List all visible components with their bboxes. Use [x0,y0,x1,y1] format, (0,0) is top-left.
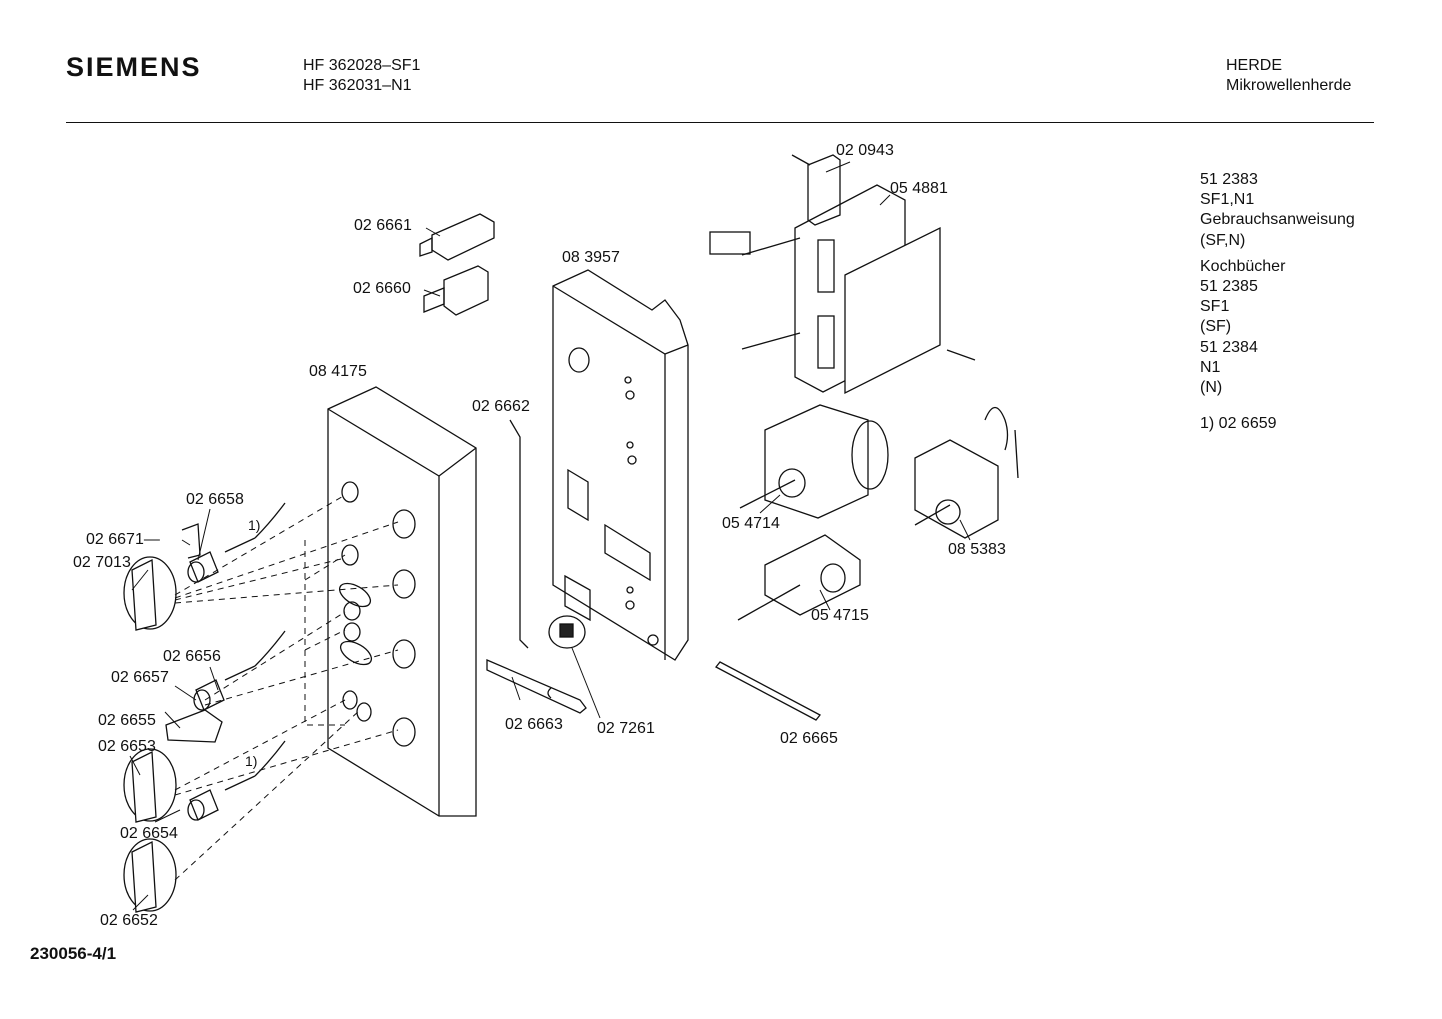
note-line: (SF,N) [1200,231,1246,249]
spring-clip [547,687,552,699]
part-label-026671: 02 6671— [86,531,160,548]
part-label-026652: 02 6652 [100,912,158,929]
part-label-027261: 02 7261 [597,720,655,737]
note-line: Kochbücher [1200,257,1286,275]
part-label-026653: 02 6653 [98,738,156,755]
mounting-frame [552,269,689,661]
lever-part [486,659,587,714]
model-number-1: HF 362028–SF1 [303,57,421,74]
switch-020943 [791,154,841,226]
timer-motor [739,404,889,519]
knob-027013 [123,556,177,631]
lamp-holder-middle [193,630,286,711]
part-label-026655: 02 6655 [98,712,156,729]
part-label-026660: 02 6660 [353,280,411,297]
note-line: N1 [1200,358,1221,376]
clip-026671 [181,523,201,559]
knob-026653 [123,748,177,823]
knob-cap-026655 [165,709,223,743]
part-label-026665: 02 6665 [780,730,838,747]
brand-logo: SIEMENS [66,52,202,82]
strip-part [509,419,529,649]
part-label-085383: 08 5383 [948,541,1006,558]
note-line: Gebrauchsanweisung [1200,211,1355,229]
part-label-026657: 02 6657 [111,669,169,686]
category-subtitle: Mikrowellenherde [1226,77,1352,94]
note-line: (SF) [1200,318,1232,336]
category-title: HERDE [1226,57,1283,74]
note-line: (N) [1200,379,1223,397]
part-label-084175: 08 4175 [309,363,367,380]
part-label-026661: 02 6661 [354,217,412,234]
document-number: 230056-4/1 [30,944,117,963]
part-label-026662: 02 6662 [472,398,530,415]
part-label-026654: 02 6654 [120,825,178,842]
thermostat [914,406,1019,539]
switch-026661 [419,213,495,261]
model-number-2: HF 362031–N1 [303,77,412,94]
part-label-026663: 02 6663 [505,716,563,733]
part-label-054715: 05 4715 [811,607,869,624]
leader-lines [129,161,971,911]
control-panel-housing [327,386,477,817]
shaft-rod [715,661,821,721]
part-label-026656: 02 6656 [163,648,221,665]
note-line: 51 2385 [1200,278,1258,296]
switch-026660 [423,265,489,316]
note-line: 1) 02 6659 [1200,415,1277,433]
part-label-026658: 02 6658 [186,491,244,508]
note-line: 51 2384 [1200,338,1258,356]
part-label-020943: 02 0943 [836,142,894,159]
footnote-mark-lower: 1) [245,753,258,769]
knob-026652 [123,838,177,913]
note-line: SF1,N1 [1200,191,1255,209]
part-label-054714: 05 4714 [722,515,780,532]
lamp-holder-upper [187,502,286,583]
notes-column: 51 2383 SF1,N1 Gebrauchsanweisung (SF,N)… [1200,170,1355,434]
part-label-027013: 02 7013 [73,554,131,571]
assembly-guide-lines [174,494,399,881]
note-line: 51 2383 [1200,171,1258,188]
note-line: SF1 [1200,298,1230,316]
part-label-054881: 05 4881 [890,180,948,197]
header-divider [66,122,1374,123]
relay-board-assembly [709,184,976,395]
selector-switch [737,534,861,621]
lamp-holder-lower [187,740,286,821]
part-label-083957: 08 3957 [562,249,620,266]
footnote-mark-upper: 1) [248,517,261,533]
push-button-part [548,615,586,649]
